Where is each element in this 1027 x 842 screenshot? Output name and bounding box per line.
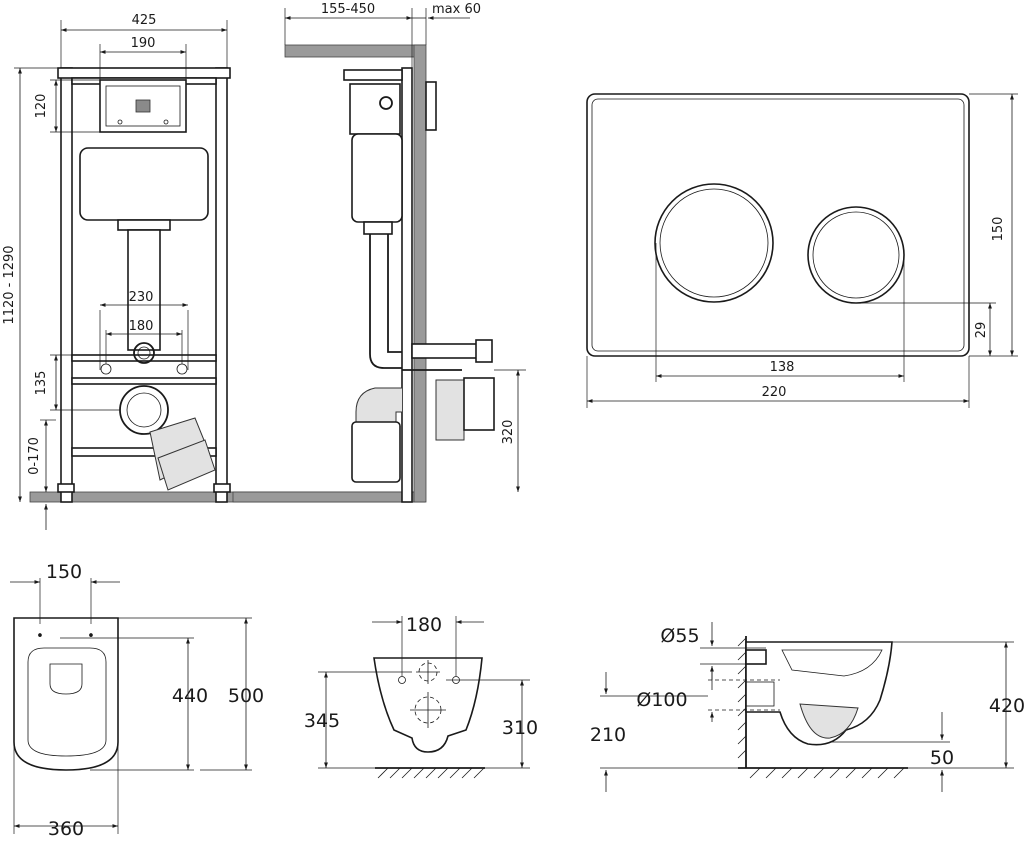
dim-buttons-width: 138: [770, 360, 795, 375]
floor-slab-side: [232, 491, 426, 503]
dim-bowl-seat-length: 440: [172, 685, 208, 707]
flush-plate: [586, 93, 970, 357]
dim-foot-range: 0-170: [27, 437, 42, 475]
wall-side: [413, 44, 427, 503]
dim-depth-range: 155-450: [321, 2, 375, 17]
cistern-side: [351, 133, 403, 223]
dim-bowl-height: 420: [989, 695, 1025, 717]
dim-depth-max: max 60: [432, 2, 481, 17]
bowl-top-view: • • 150 440 500 360: [10, 561, 264, 840]
dim-total-width: 425: [132, 13, 157, 28]
flush-plate-view: 150 29 138 220: [586, 93, 1018, 408]
svg-text:•: •: [36, 629, 44, 644]
dim-outlet-diameter: Ø100: [636, 689, 687, 711]
dim-studs-inner: 180: [129, 319, 154, 334]
svg-text:•: •: [87, 629, 95, 644]
dim-rear-height-right: 310: [502, 717, 538, 739]
dim-studs-outer: 230: [129, 290, 154, 305]
dim-panel-height: 120: [34, 94, 49, 119]
dim-plate-height: 150: [991, 217, 1006, 242]
dim-button-height: 29: [974, 322, 989, 339]
dim-bowl-length: 500: [228, 685, 264, 707]
bowl-rear-view: 180 345 310: [304, 614, 538, 779]
dim-panel-width: 190: [131, 36, 156, 51]
dim-height-range: 1120 - 1290: [2, 245, 17, 324]
dim-drain-height: 135: [34, 371, 49, 396]
dim-inlet-height: 320: [501, 420, 516, 445]
wall-top: [284, 44, 426, 58]
dim-bowl-width: 360: [48, 818, 84, 838]
flush-button-large: [654, 183, 774, 303]
dim-rear-height-left: 345: [304, 710, 340, 732]
dim-plate-width: 220: [762, 385, 787, 400]
dim-water-height: 50: [930, 747, 954, 769]
dim-inlet-diameter: Ø55: [660, 625, 699, 647]
dim-outlet-height: 210: [590, 724, 626, 746]
flush-button-small: [807, 206, 905, 304]
bowl-side-view: Ø55 Ø100 210 420 50: [590, 622, 1025, 792]
dim-bowl-holes-width: 150: [46, 561, 82, 583]
dim-rear-holes-width: 180: [406, 614, 442, 636]
side-view-frame: 155-450 max 60 320: [232, 2, 526, 503]
cistern: [79, 147, 209, 221]
front-view-frame: 425 190 120 1120 - 1290 230 180 135 0: [2, 13, 426, 530]
